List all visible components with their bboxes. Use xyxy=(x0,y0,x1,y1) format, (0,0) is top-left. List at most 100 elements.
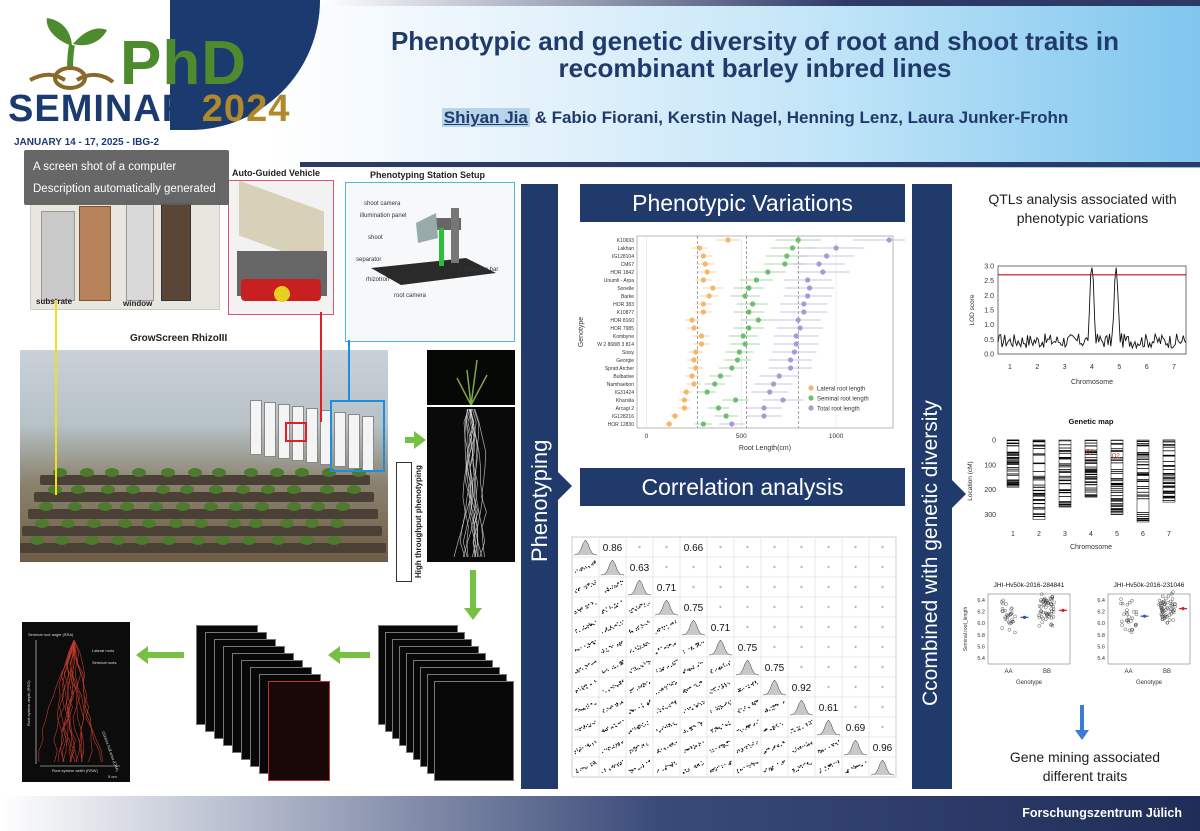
lod-curve xyxy=(997,267,1187,350)
scatter-point xyxy=(585,745,587,747)
growscreen-caption: GrowScreen RhizoIII xyxy=(130,333,228,344)
scatter-point xyxy=(638,745,640,747)
plant xyxy=(120,502,135,511)
data-point xyxy=(789,245,796,251)
scatter-point xyxy=(722,723,724,725)
scatter-point xyxy=(602,612,604,614)
plant xyxy=(261,485,276,494)
scatter-point xyxy=(824,766,826,768)
scatter-point xyxy=(586,686,588,689)
scatter-point xyxy=(730,703,732,705)
label-separator: separator xyxy=(356,257,381,263)
scatter-point xyxy=(746,765,748,767)
data-point xyxy=(710,285,716,291)
data-point xyxy=(736,349,742,355)
shoot-image xyxy=(427,350,515,405)
scatter-point xyxy=(618,742,620,744)
scatter-point xyxy=(682,650,684,652)
scatter-point xyxy=(582,709,584,711)
data-point xyxy=(1050,594,1055,599)
scatter-point xyxy=(821,749,823,751)
scatter-point xyxy=(817,749,819,752)
scatter-point xyxy=(710,729,712,731)
root-stroke xyxy=(463,408,476,558)
scatter-point xyxy=(857,765,859,767)
scatter-point xyxy=(610,625,612,627)
scatter-point xyxy=(586,665,588,667)
chart-title: JHI-Hv50k-2016-284841 xyxy=(994,582,1065,589)
lead-author[interactable]: Shiyan Jia xyxy=(441,108,530,127)
scatter-point xyxy=(574,611,576,613)
scatter-point xyxy=(671,764,673,766)
scatter-point xyxy=(621,640,623,642)
minor-correlation-mark xyxy=(773,545,776,549)
scatter-point xyxy=(782,702,785,704)
scatter-point xyxy=(619,703,621,705)
data-point xyxy=(1124,610,1129,615)
data-point xyxy=(1128,600,1132,605)
scatter-point xyxy=(646,642,648,644)
data-point xyxy=(1160,594,1165,599)
scatter-point xyxy=(710,711,712,713)
scatter-point xyxy=(743,710,745,712)
data-point xyxy=(1165,615,1169,619)
highlight-vehicle xyxy=(285,422,307,442)
scatter-point xyxy=(831,765,833,767)
scatter-point xyxy=(724,683,726,686)
scatter-point xyxy=(659,668,661,670)
scatter-point xyxy=(742,750,744,752)
data-point xyxy=(696,245,703,251)
data-point xyxy=(683,389,689,395)
scatter-point xyxy=(688,669,690,671)
minor-correlation-mark xyxy=(881,665,884,669)
greenhouse-photo xyxy=(20,350,388,562)
x-axis-label: Genotype xyxy=(1016,680,1043,686)
scatter-point xyxy=(585,587,587,589)
data-point xyxy=(1168,609,1173,614)
scatter-point xyxy=(603,711,605,713)
data-point xyxy=(788,365,794,371)
scatter-point xyxy=(712,748,714,750)
data-point xyxy=(700,253,706,259)
data-point xyxy=(723,413,729,419)
data-point xyxy=(734,357,741,363)
density-curve xyxy=(843,739,868,756)
scatter-point xyxy=(658,629,661,632)
scatter-point xyxy=(689,669,691,671)
rhizotron-panel xyxy=(264,402,276,457)
logo-year: 2024 xyxy=(201,88,291,130)
scatter-point xyxy=(635,648,637,650)
scatter-point xyxy=(620,600,622,602)
scatter-point xyxy=(578,609,580,612)
plant xyxy=(60,519,75,528)
scatter-point xyxy=(796,770,798,772)
scatter-point xyxy=(631,631,633,633)
density-curve xyxy=(708,639,733,656)
scatter-point xyxy=(610,705,612,707)
scatter-point xyxy=(594,583,596,585)
scatter-point xyxy=(697,685,699,687)
minor-correlation-mark xyxy=(773,605,776,609)
scatter-point xyxy=(641,603,643,605)
scatter-point xyxy=(575,672,577,674)
plant xyxy=(242,536,257,545)
allele-effect-chart-1: JHI-Hv50k-2016-2848415.45.65.86.06.26.4A… xyxy=(963,582,1071,686)
data-point xyxy=(886,237,892,243)
density-curve xyxy=(870,759,895,776)
scatter-point xyxy=(662,705,664,707)
y-tick-label: 6.0 xyxy=(977,621,985,627)
data-point xyxy=(816,261,822,267)
scatter-point xyxy=(637,668,639,670)
x-tick-label: 4 xyxy=(1090,364,1094,371)
plant xyxy=(29,536,44,545)
data-point xyxy=(755,317,761,323)
scatter-point xyxy=(616,624,618,626)
scatter-point xyxy=(592,562,594,564)
scatter-point xyxy=(755,762,757,764)
scatter-point xyxy=(754,724,756,726)
scatter-point xyxy=(807,762,809,764)
scatter-point xyxy=(583,767,585,769)
plant xyxy=(249,519,264,528)
minor-correlation-mark xyxy=(746,545,749,549)
